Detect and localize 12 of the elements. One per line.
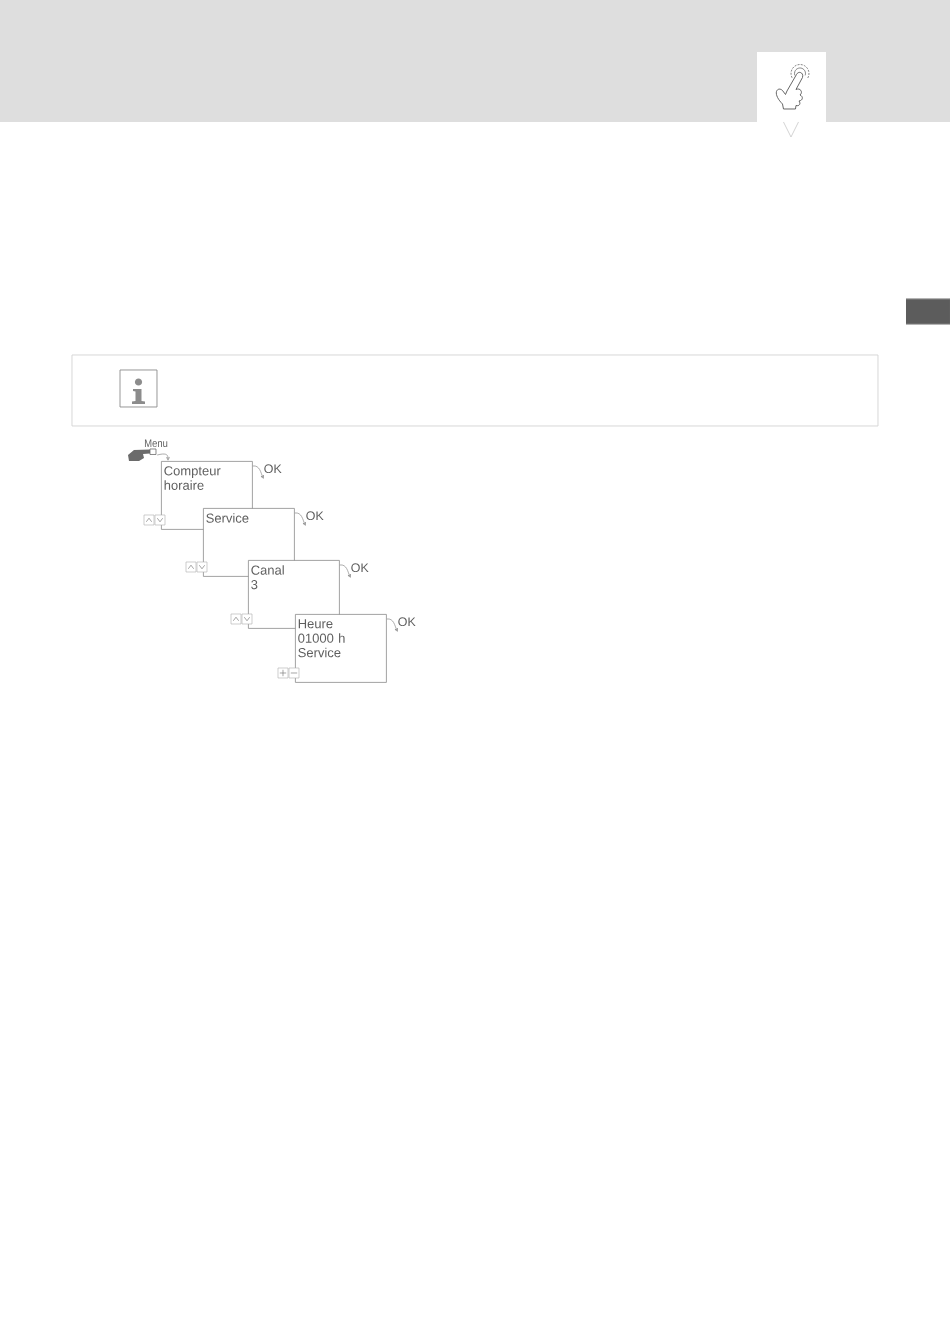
arrow <box>339 564 351 578</box>
key-label: OK <box>306 511 324 521</box>
pointing-hand-icon <box>128 448 157 461</box>
display-screen: Heure 01000 h Service <box>295 614 387 683</box>
arrow <box>294 512 306 526</box>
key-label: OK <box>351 563 369 573</box>
key-label: OK <box>264 464 282 474</box>
key-label: OK <box>398 617 416 627</box>
arrow <box>252 465 264 479</box>
key-label: Menu <box>144 439 168 448</box>
arrow <box>156 453 170 461</box>
arrow <box>386 618 398 632</box>
